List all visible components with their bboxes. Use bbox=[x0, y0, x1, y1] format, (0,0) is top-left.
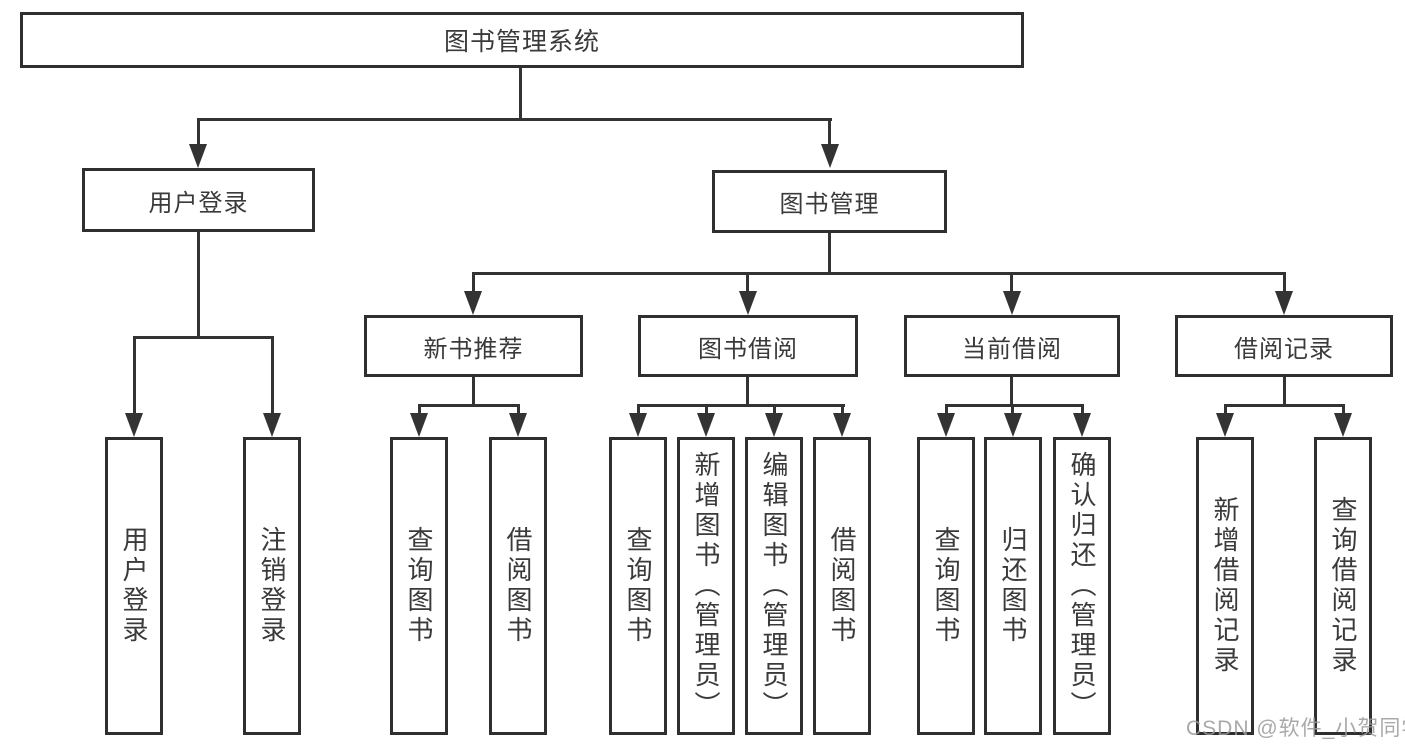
arrowhead-leaf-logout bbox=[263, 413, 281, 437]
connector-records-stub bbox=[1283, 377, 1286, 407]
leaf-query-books-recommend: 查询图书 bbox=[390, 437, 448, 735]
arrowhead-confirm-return bbox=[1073, 413, 1091, 437]
connector-drop-leaf-user-login bbox=[133, 336, 136, 415]
node-borrowing-records: 借阅记录 bbox=[1175, 315, 1393, 377]
arrowhead-query-record bbox=[1334, 413, 1352, 437]
leaf-edit-books-admin: 编辑图书（管理员） bbox=[745, 437, 803, 735]
leaf-return-books: 归还图书 bbox=[984, 437, 1042, 735]
connector-drop-query-record bbox=[1342, 404, 1345, 416]
connector-drop-return-book bbox=[1011, 404, 1014, 416]
connector-drop-add-book bbox=[705, 404, 708, 416]
arrowhead-add-record bbox=[1216, 413, 1234, 437]
connector-drop-user-login bbox=[197, 118, 200, 146]
arrowhead-leaf-user-login bbox=[125, 413, 143, 437]
arrowhead-current-borrowing bbox=[1003, 291, 1021, 315]
connector-current-rail bbox=[945, 404, 1084, 407]
connector-current-stub bbox=[1010, 377, 1013, 407]
node-book-borrowing: 图书借阅 bbox=[638, 315, 858, 377]
leaf-query-borrow-record: 查询借阅记录 bbox=[1314, 437, 1372, 735]
leaf-logout: 注销登录 bbox=[243, 437, 301, 735]
connector-drop-borrow1 bbox=[517, 404, 520, 416]
node-library-management-system: 图书管理系统 bbox=[20, 12, 1024, 68]
arrowhead-add-book bbox=[697, 413, 715, 437]
connector-records-rail bbox=[1224, 404, 1345, 407]
connector-drop-current-borrowing bbox=[1010, 272, 1013, 294]
csdn-watermark: CSDN @软件_小贺同学 bbox=[1186, 717, 1405, 740]
connector-drop-new-book bbox=[472, 272, 475, 294]
leaf-borrow-books-borrowing: 借阅图书 bbox=[813, 437, 871, 735]
connector-newbook-rail bbox=[418, 404, 520, 407]
leaf-add-books-admin: 新增图书（管理员） bbox=[677, 437, 735, 735]
arrowhead-book-management bbox=[821, 144, 839, 168]
connector-drop-query3 bbox=[945, 404, 948, 416]
arrowhead-return-book bbox=[1004, 413, 1022, 437]
node-new-book-recommendation: 新书推荐 bbox=[364, 315, 583, 377]
arrowhead-edit-book bbox=[765, 413, 783, 437]
connector-root-stub bbox=[519, 68, 522, 120]
connector-borrowing-stub bbox=[746, 377, 749, 407]
connector-drop-book-borrowing bbox=[746, 272, 749, 294]
node-current-borrowing: 当前借阅 bbox=[904, 315, 1120, 377]
connector-borrowing-rail bbox=[637, 404, 845, 407]
arrowhead-borrow2 bbox=[833, 413, 851, 437]
connector-drop-query2 bbox=[637, 404, 640, 416]
arrowhead-new-book bbox=[464, 291, 482, 315]
connector-drop-edit-book bbox=[773, 404, 776, 416]
arrowhead-borrow1 bbox=[509, 413, 527, 437]
connector-bookmgmt-stub bbox=[828, 233, 831, 275]
leaf-borrow-books-recommend: 借阅图书 bbox=[489, 437, 547, 735]
leaf-add-borrow-record: 新增借阅记录 bbox=[1196, 437, 1254, 735]
connector-drop-borrowing-records bbox=[1283, 272, 1286, 294]
connector-drop-book-management bbox=[828, 118, 831, 146]
connector-userlogin-stub bbox=[197, 232, 200, 339]
connector-newbook-stub bbox=[472, 377, 475, 407]
leaf-query-books-current: 查询图书 bbox=[917, 437, 975, 735]
node-book-management: 图书管理 bbox=[712, 170, 947, 233]
node-user-login: 用户登录 bbox=[82, 168, 315, 232]
connector-drop-leaf-logout bbox=[271, 336, 274, 415]
leaf-user-login: 用户登录 bbox=[105, 437, 163, 735]
arrowhead-book-borrowing bbox=[739, 291, 757, 315]
connector-drop-add-record bbox=[1224, 404, 1227, 416]
leaf-query-books-borrowing: 查询图书 bbox=[609, 437, 667, 735]
connector-bookmgmt-rail bbox=[472, 272, 1286, 275]
connector-drop-query1 bbox=[418, 404, 421, 416]
connector-userlogin-rail bbox=[133, 336, 274, 339]
connector-drop-borrow2 bbox=[841, 404, 844, 416]
arrowhead-query2 bbox=[629, 413, 647, 437]
arrowhead-borrowing-records bbox=[1275, 291, 1293, 315]
connector-root-rail bbox=[197, 118, 832, 121]
arrowhead-query1 bbox=[410, 413, 428, 437]
leaf-confirm-return-admin: 确认归还（管理员） bbox=[1053, 437, 1111, 735]
connector-drop-confirm-return bbox=[1081, 404, 1084, 416]
arrowhead-query3 bbox=[937, 413, 955, 437]
arrowhead-user-login bbox=[189, 144, 207, 168]
